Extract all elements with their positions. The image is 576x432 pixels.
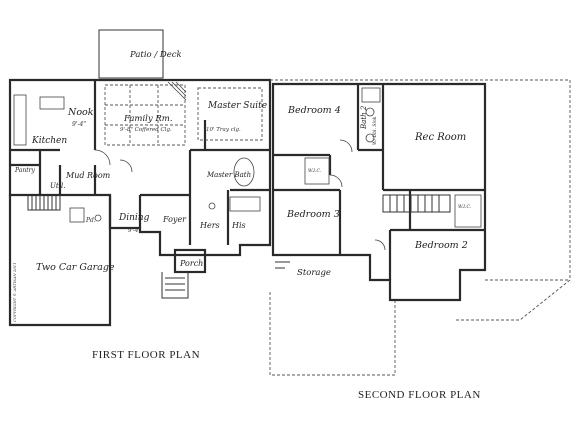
mud-room-label: Mud Room (65, 171, 111, 180)
foyer-label: Foyer (162, 215, 187, 224)
kitchen-island (39, 96, 65, 110)
dining-label: Dining (118, 213, 150, 223)
master-suite-note: 10' Tray clg. (206, 127, 241, 133)
bath2-note: W/ Dbl. Sink (372, 116, 378, 145)
garage-walls (8, 195, 112, 327)
second-floor-interior-walls (273, 84, 485, 280)
door-swing (329, 174, 343, 188)
kitchen-label: Kitchen (31, 136, 67, 146)
first-floor-caption: FIRST FLOOR PLAN (92, 349, 200, 361)
fireplace (167, 81, 187, 101)
second-floor-outer-walls (271, 82, 487, 302)
nook-label: Nook (67, 107, 94, 118)
bedroom3-label: Bedroom 3 (286, 209, 340, 220)
pantry-label: Pantry (14, 167, 35, 174)
nook-size: 9'-4" (72, 121, 86, 128)
master-toilet (208, 202, 216, 210)
bedroom4-label: Bedroom 4 (287, 105, 341, 116)
bath2-tub (361, 87, 381, 103)
porch-walls (173, 248, 207, 274)
door-swing (94, 149, 111, 166)
family-room-note: 9'-8" Coffered Clg. (120, 127, 172, 133)
door-swing (339, 139, 353, 153)
garage-label: Two Car Garage (36, 262, 115, 273)
master-bath-label: Master Bath (206, 171, 251, 179)
wic-label: W.I.C. (458, 204, 472, 210)
bath2-sink (365, 133, 375, 143)
powder-label: Pd. (85, 217, 96, 224)
first-floor-interior-walls (10, 80, 270, 245)
second-floor-plan: Bedroom 4 Bath 2 W/ Dbl. Sink Rec Room B… (269, 79, 571, 401)
door-swing (374, 239, 386, 251)
hers-label: Hers (199, 221, 220, 230)
tray-ceiling (197, 87, 263, 141)
storage-marks (275, 261, 290, 269)
util-label: Util. (50, 182, 65, 190)
bath2-label: Bath 2 (360, 105, 368, 130)
bath2-sink (365, 107, 375, 117)
second-floor-caption: SECOND FLOOR PLAN (358, 389, 481, 401)
door-swing (119, 159, 133, 173)
powder-room-fixture (69, 207, 85, 223)
master-suite-label: Master Suite (207, 101, 267, 111)
copyright-text: COPYRIGHT © ARTISAN 2011 (12, 262, 17, 322)
patio-label: Patio / Deck (129, 50, 182, 60)
storage-label: Storage (297, 268, 331, 278)
wic-label: W.I.C. (308, 168, 322, 174)
coffered-ceiling (104, 84, 186, 146)
his-label: His (231, 221, 246, 230)
kitchen-counter (13, 94, 27, 146)
first-floor-stairs (27, 195, 61, 211)
rec-room-label: Rec Room (414, 132, 466, 143)
second-floor-stairs (382, 194, 451, 213)
powder-toilet (94, 214, 102, 222)
porch-label: Porch (179, 259, 203, 268)
bedroom2-label: Bedroom 2 (414, 240, 468, 251)
master-tub (233, 157, 255, 187)
roof-outline (269, 79, 571, 376)
master-shower (229, 196, 261, 212)
closet (304, 157, 330, 185)
family-room-label: Family Rm. (123, 114, 173, 124)
first-floor-plan: Patio / Deck Nook 9'-4" Kitchen Family R… (8, 29, 272, 361)
porch-steps (161, 272, 189, 299)
dining-size: 9'-4" (128, 228, 141, 234)
closet (454, 194, 482, 228)
patio-outline (98, 29, 164, 79)
